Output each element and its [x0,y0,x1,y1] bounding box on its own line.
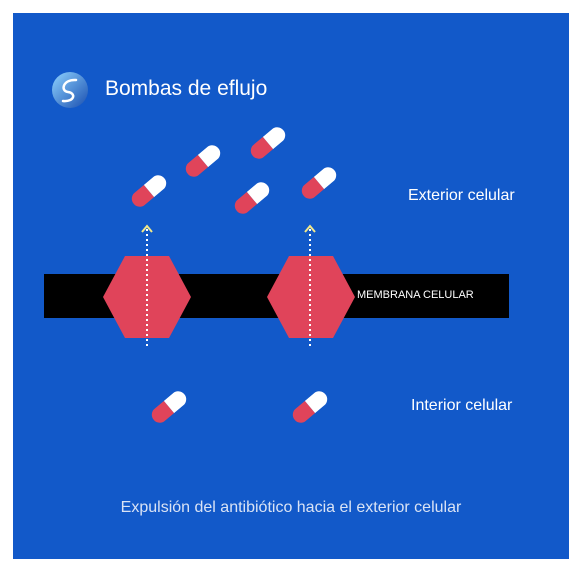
capsule-icon [250,127,286,159]
diagram-canvas: Bombas de eflujo Exterior celular MEMBRA… [13,13,569,559]
capsule-icon [234,182,270,214]
dotted-up-arrow-icon [304,224,316,347]
exterior-label: Exterior celular [408,187,515,204]
dotted-up-arrow-icon [141,224,153,347]
capsule-icon [151,391,187,423]
capsule-icon [131,175,167,207]
caption: Expulsión del antibiótico hacia el exter… [120,499,462,516]
capsule-icon [301,167,337,199]
interior-label: Interior celular [411,397,513,414]
efflux-pump-icon [103,256,191,338]
capsule-icon [292,391,328,423]
swirl-logo-icon [52,72,88,108]
membrane-label: MEMBRANA CELULAR [357,289,474,301]
page-title: Bombas de eflujo [105,77,268,100]
capsule-icon [185,145,221,177]
efflux-pump-icon [267,256,355,338]
